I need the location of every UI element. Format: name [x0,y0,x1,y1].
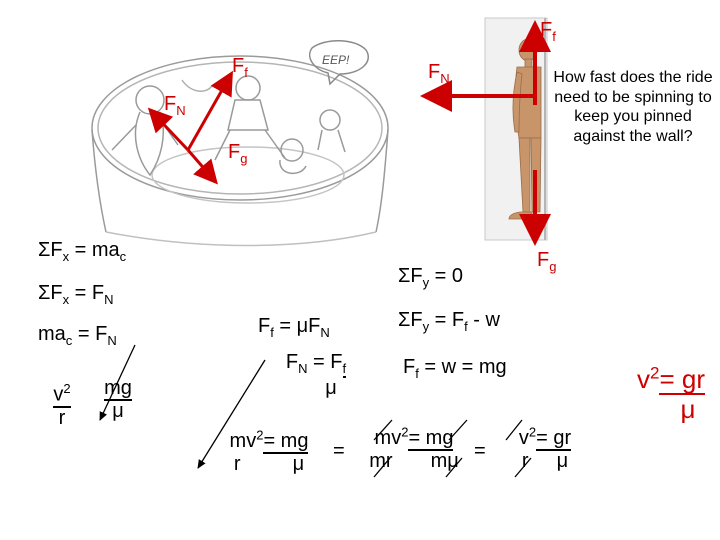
eq-sumfy-zero: ΣFy = 0 [398,265,464,290]
drum-friction-label: Ff [232,55,248,80]
rotor-drum-sketch [91,40,389,247]
eq-sumfy-ff-minus-w: ΣFy = Ff - w [398,309,500,334]
question-text: How fast does the ride need to be spinni… [553,69,713,145]
cancellation-slashes [373,419,532,478]
eq-sumfx-fn: ΣFx = FN [38,282,114,307]
final-result: v2 = gr μ [637,363,705,424]
drum-gravity-arrow [186,149,218,185]
drum-normal-arrow [147,107,190,152]
wall-gravity-label: Fg [537,249,557,274]
drum-friction-arrow [186,70,233,151]
connector-arrow-right [197,359,266,469]
eq-sumfx-mac: ΣFx = mac [38,239,127,264]
equals-sign-1: = [333,440,345,462]
wall-normal-label: FN [428,61,450,86]
eq-mac-fn: mac = FN [38,323,117,348]
eq-ff-w-mg: Ff = w = mg [403,356,507,381]
drum-normal-label: FN [164,93,186,118]
equals-sign-2: = [474,440,486,462]
drum-gravity-label: Fg [228,141,248,166]
eep-bubble-text: EEP! [322,53,350,67]
wall-friction-label: Ff [540,19,556,44]
eq-ff-mufn: Ff = μFN [258,315,330,340]
fraction-fn-ff-over-mu: FN = Ff μ [285,351,347,399]
connector-arrow-left [99,344,136,421]
